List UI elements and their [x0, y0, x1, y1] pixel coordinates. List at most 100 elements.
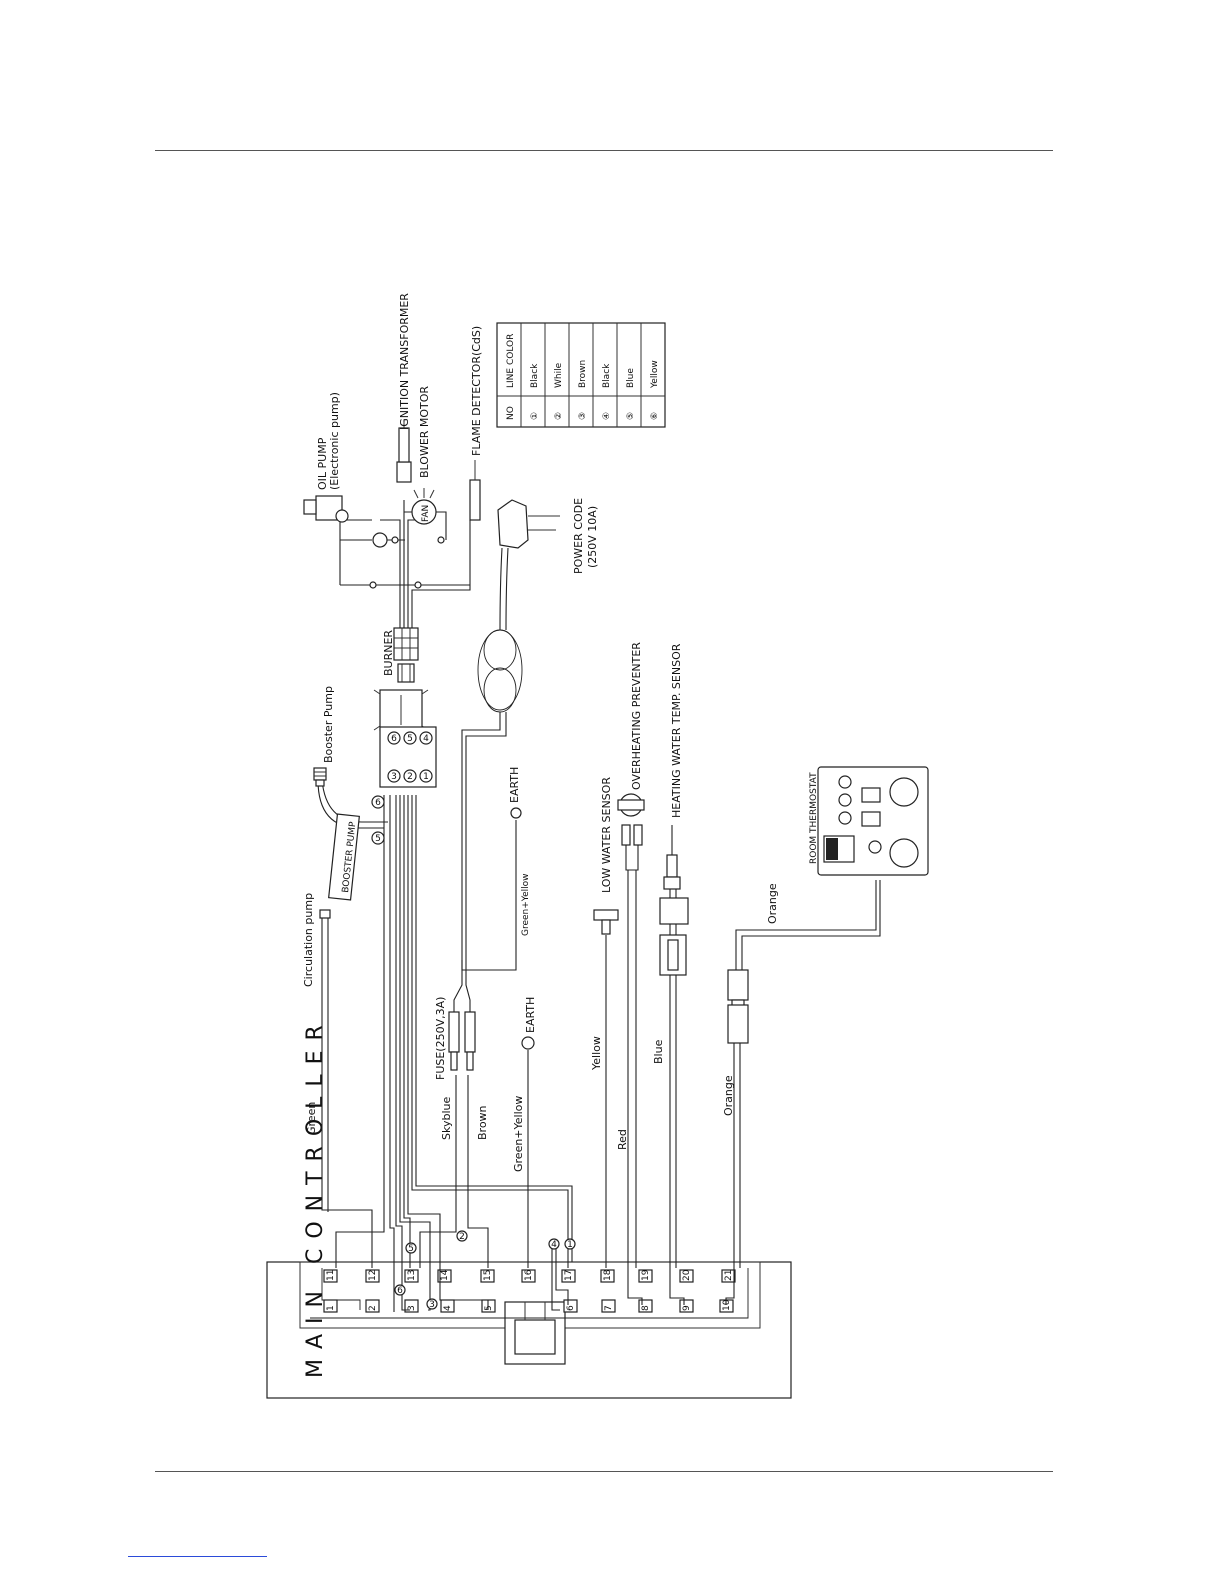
ignition-transformer-label: IGNITION TRANSFORMER [398, 293, 411, 430]
earth-2: EARTH [521, 997, 537, 1050]
low-water-sensor-label: LOW WATER SENSOR [600, 777, 613, 893]
svg-text:LINE COLOR: LINE COLOR [506, 334, 516, 388]
power-cord: POWER CODE (250V 10A) [461, 498, 599, 960]
wire-label-green: Green [305, 1102, 318, 1135]
svg-text:6: 6 [566, 1305, 576, 1311]
room-thermostat: ROOM THERMOSTAT [809, 766, 929, 876]
terminal-bottom-6: 6 [563, 1299, 578, 1313]
svg-text:2: 2 [368, 1305, 378, 1311]
earth-1-label: EARTH [508, 767, 521, 803]
wire-label-blue: Blue [652, 1039, 665, 1064]
wire-color-labels: Green Skyblue Brown Green+Yellow Yellow … [305, 883, 779, 1172]
terminal-top-11: 11 [323, 1269, 338, 1283]
terminal-top-13: 13 [404, 1269, 419, 1283]
terminal-top-21: 21 [721, 1269, 736, 1283]
svg-text:1: 1 [567, 1240, 573, 1250]
svg-text:7: 7 [604, 1305, 614, 1311]
connector-pin-2: 2 [403, 769, 417, 783]
svg-text:6: 6 [397, 1286, 403, 1296]
thermostat-connector [727, 969, 749, 1044]
controller-wires [310, 779, 881, 1319]
terminal-bottom-8: 8 [638, 1299, 653, 1313]
svg-text:12: 12 [368, 1270, 378, 1281]
blower-motor-label: BLOWER MOTOR [418, 386, 431, 478]
svg-text:5: 5 [408, 1244, 414, 1254]
wire-label-yellow: Yellow [590, 1036, 603, 1071]
booster-pump-label: Booster Pump [322, 686, 335, 763]
terminal-bottom-1: 1 [323, 1299, 338, 1313]
terminal-top-18: 18 [600, 1269, 615, 1283]
svg-text:19: 19 [641, 1269, 651, 1281]
green-yellow-1-label: Green+Yellow [521, 873, 531, 936]
svg-text:1: 1 [423, 772, 429, 782]
wire-label-red: Red [616, 1129, 629, 1150]
flame-detector-label: FLAME DETECTOR(CdS) [470, 326, 483, 456]
footer-rule [155, 1471, 1053, 1472]
circulation-pump: Circulation pump [302, 893, 331, 987]
svg-text:Yellow: Yellow [650, 360, 660, 389]
main-controller: MAIN CONTROLLER [266, 1015, 792, 1399]
main-controller-label: MAIN CONTROLLER [303, 1015, 328, 1378]
footer-link-underline[interactable] [128, 1556, 267, 1557]
terminal-top-20: 20 [679, 1269, 694, 1283]
svg-text:15: 15 [483, 1270, 493, 1281]
ignition-transformer: IGNITION TRANSFORMER [396, 293, 412, 483]
wire-label-orange-2: Orange [766, 883, 779, 924]
terminal-bottom-7: 7 [601, 1299, 616, 1313]
room-thermostat-label: ROOM THERMOSTAT [809, 772, 819, 864]
svg-text:21: 21 [724, 1270, 734, 1281]
flame-detector: FLAME DETECTOR(CdS) [469, 326, 483, 521]
overheating-preventer: OVERHEATING PREVENTER [617, 642, 645, 871]
fan-label: FAN [421, 505, 431, 522]
booster-pump: BOOSTER PUMP Booster Pump 6 5 [313, 686, 385, 901]
blower-motor: FAN BLOWER MOTOR [404, 386, 447, 540]
svg-text:8: 8 [641, 1305, 651, 1311]
power-code-label: POWER CODE [572, 498, 585, 574]
svg-text:5: 5 [484, 1305, 494, 1311]
svg-text:1: 1 [326, 1305, 336, 1311]
earth-1: EARTH Green+Yellow [461, 767, 531, 971]
svg-text:NO: NO [506, 406, 516, 420]
burner-label: BURNER [382, 630, 395, 676]
terminal-top-15: 15 [480, 1269, 495, 1283]
wire-label-green-yellow-2: Green+Yellow [512, 1096, 525, 1172]
svg-text:2: 2 [459, 1232, 465, 1242]
terminal-top-14: 14 [437, 1269, 452, 1283]
svg-text:9: 9 [682, 1305, 692, 1311]
wire-label-skyblue: Skyblue [440, 1097, 453, 1140]
svg-text:③: ③ [578, 412, 588, 420]
svg-text:④: ④ [602, 412, 612, 420]
svg-text:Black: Black [530, 363, 540, 388]
svg-text:5: 5 [375, 834, 381, 844]
terminal-top-16: 16 [521, 1269, 536, 1283]
terminal-top-17: 17 [561, 1269, 576, 1283]
legend-row-2: ② While [554, 362, 564, 420]
terminal-top-19: 19 [638, 1269, 653, 1283]
svg-text:10: 10 [722, 1299, 732, 1311]
burner: BURNER [339, 500, 471, 683]
svg-text:11: 11 [326, 1270, 336, 1281]
terminal-bottom-2: 2 [365, 1299, 380, 1313]
svg-text:6: 6 [375, 798, 381, 808]
svg-text:⑤: ⑤ [626, 412, 636, 420]
svg-text:②: ② [554, 412, 564, 420]
svg-text:While: While [554, 362, 564, 388]
svg-text:3: 3 [407, 1305, 417, 1311]
legend-row-6: ⑥ Yellow [650, 360, 660, 420]
svg-text:4: 4 [443, 1305, 453, 1311]
harness-pin-markers: 5 2 6 3 4 1 [394, 1230, 576, 1310]
oil-pump-label: OIL PUMP [316, 437, 329, 490]
connector-pin-3: 3 [387, 769, 401, 783]
oil-pump-sub-label: (Electronic pump) [328, 392, 341, 490]
svg-text:⑥: ⑥ [650, 412, 660, 420]
power-code-sub-label: (250V 10A) [586, 506, 599, 568]
svg-text:5: 5 [407, 734, 413, 744]
fuse-holder: FUSE(250V,3A) [434, 960, 476, 1080]
overheating-preventer-label: OVERHEATING PREVENTER [630, 642, 643, 790]
oil-pump: OIL PUMP (Electronic pump) [303, 392, 388, 548]
header-rule [155, 150, 1053, 151]
